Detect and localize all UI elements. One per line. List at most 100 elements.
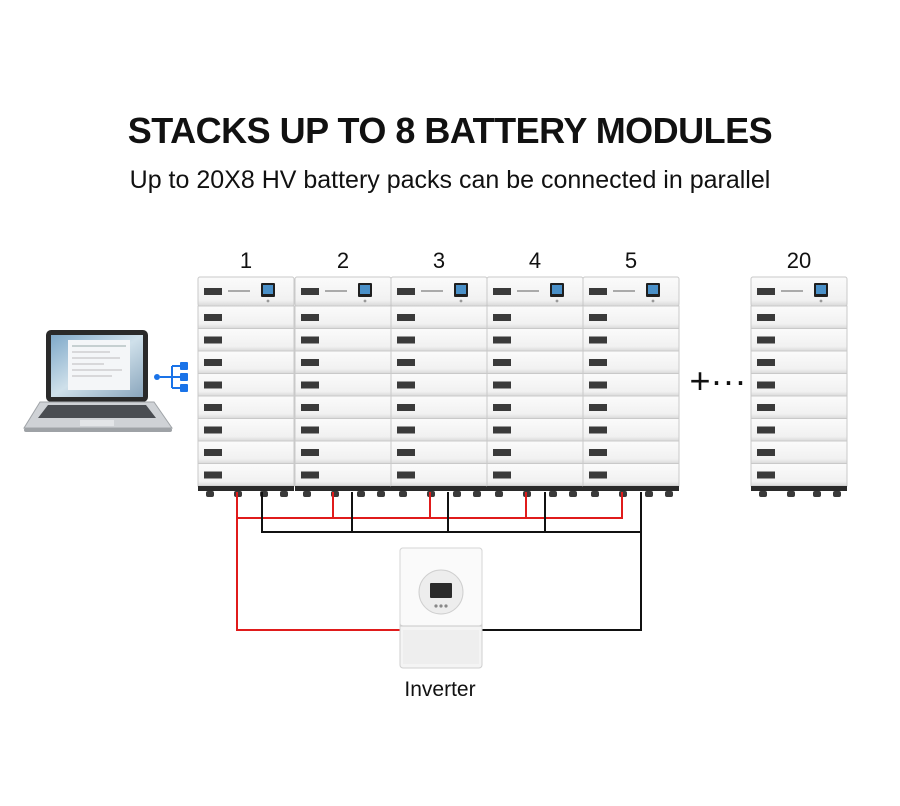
stack-base	[583, 486, 679, 491]
caster-wheel	[569, 491, 577, 497]
battery-stack: 3	[390, 248, 488, 497]
battery-stack: 20	[750, 248, 848, 497]
continuation-symbol: +···	[690, 360, 747, 401]
module-handle	[301, 471, 319, 479]
module-handle	[757, 314, 775, 321]
inverter-display	[430, 583, 452, 598]
module-handle	[493, 471, 511, 479]
module-handle	[757, 336, 775, 344]
negative-link-cable	[261, 492, 353, 533]
module-handle	[204, 471, 222, 479]
module-handle	[301, 336, 319, 344]
positive-link-cable	[236, 492, 334, 519]
module-handle	[301, 314, 319, 321]
network-hub-icon	[154, 362, 188, 392]
caster-wheel	[495, 491, 503, 497]
module-handle	[301, 404, 319, 411]
module-handle	[493, 404, 511, 411]
module-handle	[589, 426, 607, 434]
module-handle	[301, 359, 319, 366]
caster-wheel	[303, 491, 311, 497]
caster-wheel	[206, 491, 214, 497]
module-handle	[204, 426, 222, 434]
module-handle	[204, 449, 222, 456]
module-handle	[493, 426, 511, 434]
caster-wheel	[280, 491, 288, 497]
module-handle	[301, 449, 319, 456]
caster-wheel	[645, 491, 653, 497]
stack-base	[487, 486, 583, 491]
caster-wheel	[473, 491, 481, 497]
module-handle	[757, 404, 775, 411]
module-handle	[757, 359, 775, 366]
module-handle	[757, 449, 775, 456]
module-handle	[204, 314, 222, 321]
module-handle	[204, 381, 222, 389]
inverter-unit	[399, 547, 483, 669]
cabling	[236, 492, 642, 631]
module-handle	[493, 359, 511, 366]
positive-link-cable	[526, 492, 623, 519]
positive-main-cable	[236, 518, 400, 631]
battery-stack: 5	[582, 248, 680, 497]
module-handle	[397, 314, 415, 321]
stack-base	[198, 486, 294, 491]
battery-stack: 4	[486, 248, 584, 497]
page-subtitle: Up to 20X8 HV battery packs can be conne…	[129, 166, 771, 194]
module-handle	[493, 336, 511, 344]
negative-link-cable	[352, 492, 449, 533]
caster-wheel	[549, 491, 557, 497]
inverter-label: Inverter	[404, 678, 476, 701]
caster-wheel	[787, 491, 795, 497]
battery-stack: 2	[294, 248, 392, 497]
module-handle	[204, 336, 222, 344]
module-handle	[493, 449, 511, 456]
stack-base	[295, 486, 391, 491]
module-handle	[397, 336, 415, 344]
module-handle	[757, 426, 775, 434]
module-handle	[397, 449, 415, 456]
stack-number-label: 5	[625, 248, 637, 273]
caster-wheel	[833, 491, 841, 497]
negative-main-cable	[482, 532, 642, 631]
module-handle	[589, 359, 607, 366]
stack-number-label: 4	[529, 248, 541, 273]
module-handle	[204, 404, 222, 411]
module-handle	[397, 381, 415, 389]
stack-number-label: 1	[240, 248, 252, 273]
caster-wheel	[665, 491, 673, 497]
caster-wheel	[453, 491, 461, 497]
caster-wheel	[813, 491, 821, 497]
module-handle	[397, 426, 415, 434]
page-title: STACKS UP TO 8 BATTERY MODULES	[127, 110, 773, 151]
module-handle	[589, 449, 607, 456]
module-handle	[589, 404, 607, 411]
stack-base	[391, 486, 487, 491]
stack-number-label: 2	[337, 248, 349, 273]
module-handle	[589, 314, 607, 321]
caster-wheel	[759, 491, 767, 497]
negative-link-cable	[448, 492, 546, 533]
module-handle	[301, 426, 319, 434]
module-handle	[204, 359, 222, 366]
module-handle	[757, 471, 775, 479]
module-handle	[589, 471, 607, 479]
caster-wheel	[357, 491, 365, 497]
module-handle	[493, 381, 511, 389]
battery-stack: 1	[197, 248, 295, 497]
module-handle	[757, 381, 775, 389]
negative-link-cable	[545, 492, 642, 533]
stack-base	[751, 486, 847, 491]
module-handle	[397, 404, 415, 411]
module-handle	[301, 381, 319, 389]
module-handle	[589, 381, 607, 389]
caster-wheel	[377, 491, 385, 497]
module-handle	[397, 471, 415, 479]
module-handle	[589, 336, 607, 344]
caster-wheel	[399, 491, 407, 497]
caster-wheel	[591, 491, 599, 497]
stack-number-label: 3	[433, 248, 445, 273]
module-handle	[493, 314, 511, 321]
laptop-icon	[23, 330, 173, 432]
